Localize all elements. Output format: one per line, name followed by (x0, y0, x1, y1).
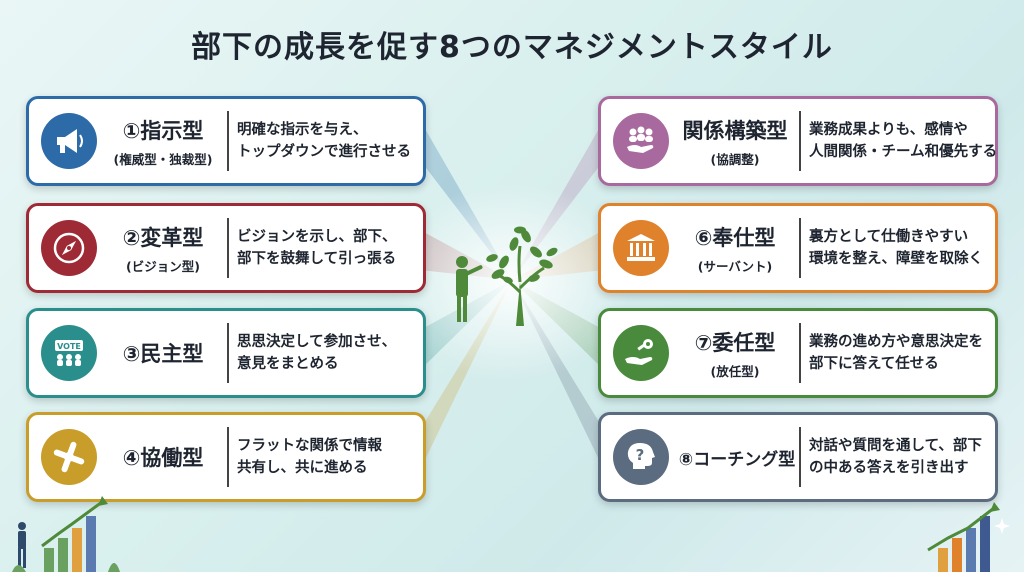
style-name: 関係構築型 (682, 118, 788, 143)
vote-icon: VOTE (41, 325, 97, 381)
style-description: 思思決定して参加させ、 意見をまとめる (237, 311, 421, 395)
compass-icon (41, 220, 97, 276)
description-line: 思思決定して参加させ、 (237, 333, 397, 350)
growth-chart-decoration (12, 496, 120, 572)
page-title: 部下の成長を促す8つのマネジメントスタイル (191, 30, 833, 65)
description-line: 業務の進め方や意思決定を (809, 333, 983, 350)
megaphone-icon (41, 113, 97, 169)
style-card-transformational: ②変革型 (ビジョン型) ビジョンを示し、部下、 部下を鼓舞して引っ張る (26, 203, 426, 293)
style-description: フラットな関係で情報 共有し、共に進める (237, 415, 421, 499)
divider (799, 323, 801, 383)
style-name: ⑥奉仕型 (694, 225, 776, 250)
description-line: 部下を鼓舞して引っ張る (237, 251, 397, 267)
question-mark: ? (636, 446, 645, 464)
style-subtitle: (放任型) (710, 363, 760, 379)
description-line: 対話や質問を通して、部下 (809, 437, 982, 454)
divider (799, 427, 801, 487)
description-line: 部下に答えて任せる (809, 356, 939, 372)
style-description: 明確な指示を与え、 トップダウンで進行させる (237, 99, 421, 183)
style-name: ②変革型 (122, 225, 204, 250)
description-line: フラットな関係で情報 (237, 437, 382, 454)
style-description: 業務成果よりも、感情や 人間関係・チーム和優先する (809, 99, 998, 183)
style-description: 対話や質問を通して、部下 の中ある答えを引き出す (809, 415, 993, 499)
style-card-coaching: ? ⑧コーチング型 対話や質問を通して、部下 の中ある答えを引き出す (598, 412, 998, 502)
style-card-directive: ①指示型 (権威型・独裁型) 明確な指示を与え、 トップダウンで進行させる (26, 96, 426, 186)
vote-label: VOTE (57, 342, 81, 351)
hands-together-icon (41, 429, 97, 485)
style-card-collaborative: ④協働型 フラットな関係で情報 共有し、共に進める (26, 412, 426, 502)
style-name: ③民主型 (122, 342, 204, 366)
divider (227, 218, 229, 278)
description-line: 意見をまとめる (237, 356, 339, 372)
description-line: 明確な指示を与え、 (237, 121, 368, 138)
divider (227, 427, 229, 487)
style-card-servant: ⑥奉仕型 (サーバント) 裏方として仕働きやすい 環境を整え、障壁を取除く (598, 203, 998, 293)
tree-with-person-illustration (456, 226, 558, 326)
pillars-icon (613, 220, 669, 276)
description-line: 人間関係・チーム和優先する (809, 144, 998, 160)
question-head-icon: ? (613, 429, 669, 485)
team-care-icon (613, 113, 669, 169)
description-line: の中ある答えを引き出す (809, 460, 969, 476)
description-line: トップダウンで進行させる (237, 144, 411, 160)
description-line: 共有し、共に進める (237, 460, 368, 476)
style-subtitle: (サーバント) (697, 258, 773, 274)
style-subtitle: (協調整) (710, 151, 760, 167)
description-line: ビジョンを示し、部下、 (237, 228, 397, 245)
divider (227, 111, 229, 171)
style-name: ⑧コーチング型 (678, 449, 796, 470)
style-name: ④協働型 (122, 446, 204, 470)
style-subtitle: (ビジョン型) (126, 258, 200, 274)
style-subtitle: (権威型・独裁型) (113, 151, 213, 167)
key-hand-icon (613, 325, 669, 381)
style-description: 裏方として仕働きやすい 環境を整え、障壁を取除く (809, 206, 993, 290)
style-name: ①指示型 (122, 118, 204, 143)
style-description: 業務の進め方や意思決定を 部下に答えて任せる (809, 311, 993, 395)
divider (799, 111, 801, 171)
divider (799, 218, 801, 278)
style-card-delegating: ⑦委任型 (放任型) 業務の進め方や意思決定を 部下に答えて任せる (598, 308, 998, 398)
bar-chart-decoration (927, 502, 1010, 572)
style-description: ビジョンを示し、部下、 部下を鼓舞して引っ張る (237, 206, 421, 290)
style-name: ⑦委任型 (694, 330, 776, 355)
divider (227, 323, 229, 383)
description-line: 業務成果よりも、感情や (809, 121, 968, 138)
style-card-democratic: VOTE ③民主型 思思決定して参加させ、 意見をまとめる (26, 308, 426, 398)
style-card-affiliative: 関係構築型 (協調整) 業務成果よりも、感情や 人間関係・チーム和優先する (598, 96, 998, 186)
description-line: 環境を整え、障壁を取除く (809, 251, 983, 267)
description-line: 裏方として仕働きやすい (809, 228, 969, 245)
